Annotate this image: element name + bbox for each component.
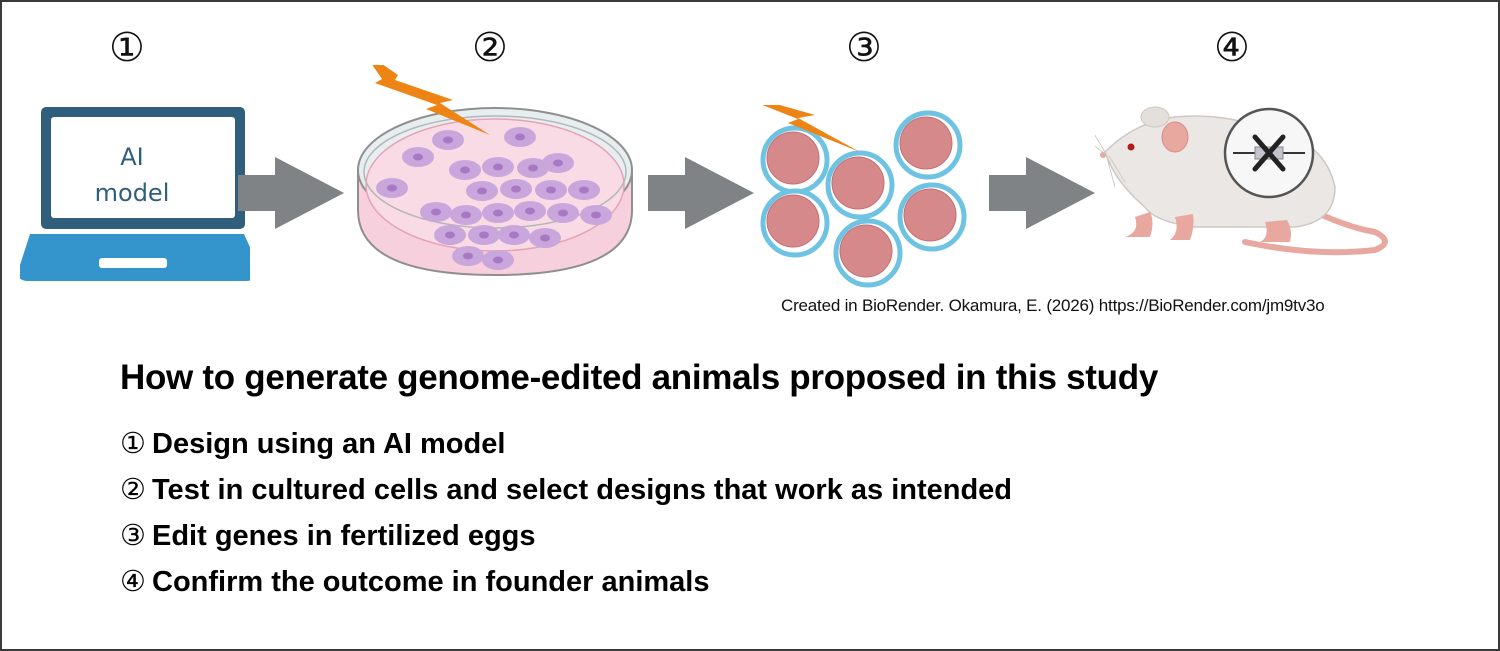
egg-ooplasm [839,224,893,278]
step-item-text: Edit genes in fertilized eggs [152,520,536,552]
laptop-icon: AI model [20,107,250,281]
egg-ooplasm [903,188,957,242]
cell-nucleus [443,136,453,144]
cell-nucleus [553,159,563,167]
cell-nucleus [525,207,535,215]
cell-nucleus [493,209,503,217]
fertilized-eggs-icon [760,105,967,288]
lightning-bolt-icon [372,65,490,135]
cell-nucleus [445,231,455,239]
cell-nucleus [493,163,503,171]
cell-nucleus [515,133,525,141]
step-number-1: ① [109,25,145,71]
step-item-text: Confirm the outcome in founder animals [152,566,710,598]
laptop-screen-line2: model [95,179,170,207]
arrow-right-icon [648,157,754,229]
cell-nucleus [461,211,471,219]
cell-nucleus [579,186,589,194]
cell-nucleus [511,185,521,193]
egg-ooplasm [831,156,885,210]
arrow-right-icon [989,157,1095,229]
cell-nucleus [509,231,519,239]
step-item-number: ② [120,472,146,506]
cell-nucleus [540,234,550,242]
step-number-3: ③ [846,25,882,71]
cell-nucleus [413,153,423,161]
cell-nucleus [431,208,441,216]
cell-nucleus [591,211,601,219]
cell-nucleus [477,187,487,195]
cell-nucleus [528,164,538,172]
step-number-4: ④ [1214,25,1250,71]
cell-nucleus [463,252,473,260]
egg-ooplasm [766,194,820,248]
cell-nucleus [479,231,489,239]
lightning-bolt-icon [762,105,860,152]
step-item-number: ④ [120,564,146,598]
step-item-number: ③ [120,518,146,552]
cell-nucleus [387,184,397,192]
summary-title: How to generate genome-edited animals pr… [120,358,1158,397]
egg-ooplasm [766,131,820,185]
step-item-text: Design using an AI model [152,428,506,460]
biorender-credit: Created in BioRender. Okamura, E. (2026)… [781,296,1325,315]
arrow-right-icon [238,157,344,229]
mouse-icon [1095,106,1388,256]
cell-nucleus [493,256,503,264]
cell-nucleus [546,186,556,194]
petri-dish-icon [357,65,633,277]
cell-nucleus [460,166,470,174]
step-item-number: ① [120,426,146,460]
laptop-screen-line1: AI [120,143,144,171]
step-item-text: Test in cultured cells and select design… [152,474,1013,506]
cell-nucleus [558,209,568,217]
step-number-2: ② [472,25,508,71]
cultured-cells [376,127,612,270]
egg-ooplasm [899,116,953,170]
